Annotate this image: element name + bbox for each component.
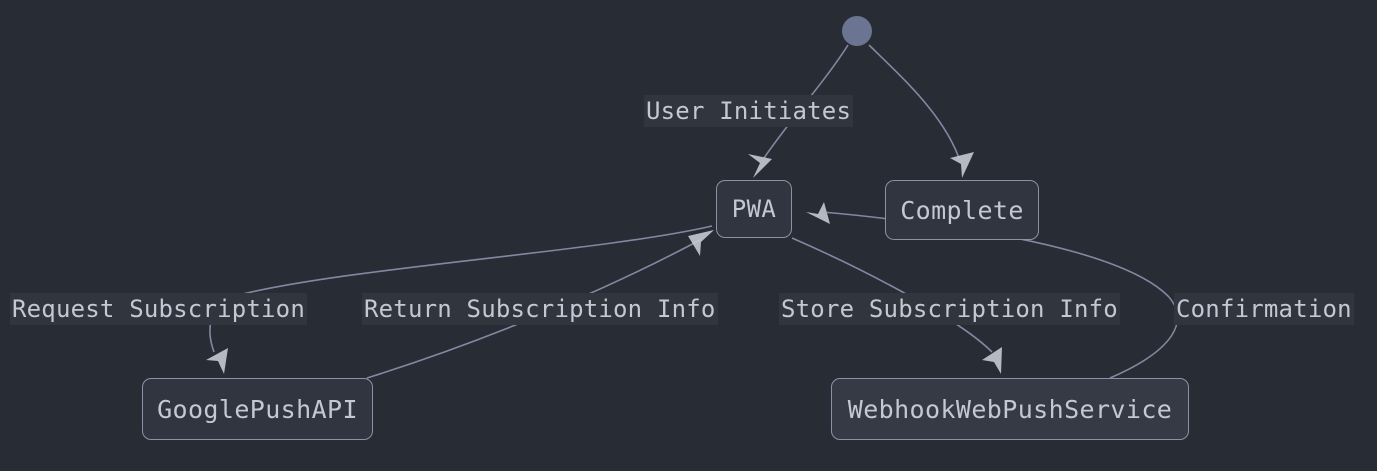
arrowhead-start-to-pwa <box>748 154 772 178</box>
edge-label-store-subscription-info: Store Subscription Info <box>779 293 1120 325</box>
edge-start-to-complete <box>868 44 960 159</box>
edge-label-user-initiates: User Initiates <box>644 95 854 127</box>
edge-label-request-subscription: Request Subscription <box>10 293 307 325</box>
node-pwa[interactable]: PWA <box>716 180 792 238</box>
arrowhead-pwa-to-webhook <box>982 347 1002 374</box>
edge-label-return-subscription-info: Return Subscription Info <box>362 293 718 325</box>
edge-webhook-to-complete <box>979 231 1179 379</box>
arrowhead-webhook-to-complete <box>806 202 830 224</box>
node-googlepushapi[interactable]: GooglePushAPI <box>142 378 373 440</box>
arrowhead-start-to-complete <box>950 152 974 178</box>
edge-label-confirmation: Confirmation <box>1174 293 1354 325</box>
arrowhead-google-to-pwa <box>688 230 714 256</box>
node-webhookwebpushservice[interactable]: WebhookWebPushService <box>831 378 1189 440</box>
start-node[interactable] <box>842 16 872 46</box>
edge-pwa-to-google <box>209 225 713 353</box>
arrowhead-pwa-to-google <box>206 348 228 374</box>
node-complete[interactable]: Complete <box>885 180 1039 240</box>
